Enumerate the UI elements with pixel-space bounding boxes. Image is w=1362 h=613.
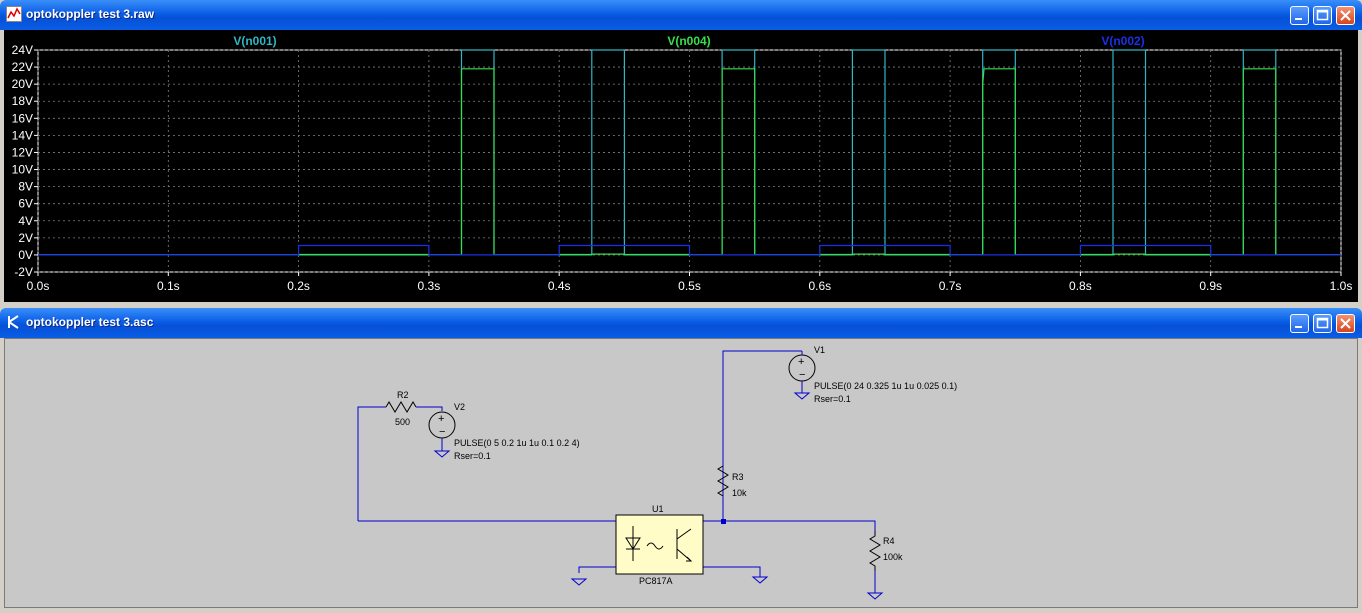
x-tick-label: 0.5s bbox=[678, 279, 701, 293]
u1-value: PC817A bbox=[639, 576, 673, 586]
x-tick-label: 0.6s bbox=[808, 279, 831, 293]
y-tick-label: 16V bbox=[12, 111, 33, 125]
svg-text:+: + bbox=[438, 413, 444, 425]
wire[interactable] bbox=[578, 566, 616, 573]
series-line-v-n004 bbox=[38, 68, 1341, 256]
trace-label-v-n001[interactable]: V(n001) bbox=[233, 34, 276, 48]
maximize-button[interactable] bbox=[1313, 6, 1332, 25]
waveform-app-icon bbox=[6, 6, 22, 22]
y-tick-label: 4V bbox=[18, 214, 33, 228]
minimize-button[interactable] bbox=[1290, 6, 1309, 25]
minimize-icon bbox=[1295, 18, 1302, 20]
trace-label-v-n004[interactable]: V(n004) bbox=[667, 34, 710, 48]
v1-label: V1 bbox=[814, 345, 825, 355]
waveform-titlebar[interactable]: optokoppler test 3.raw bbox=[0, 0, 1362, 30]
ground-symbol bbox=[570, 578, 588, 586]
x-tick-label: 0.3s bbox=[418, 279, 441, 293]
y-tick-label: 12V bbox=[12, 145, 33, 159]
y-tick-label: 18V bbox=[12, 94, 33, 108]
v1-rser: Rser=0.1 bbox=[814, 394, 851, 404]
y-tick-label: 6V bbox=[18, 197, 33, 211]
x-axis-ticks: 0.0s 0.1s 0.2s 0.3s 0.4s 0.5s 0.6s 0.7s 0.8s 0.9s… bbox=[27, 272, 1353, 293]
close-button[interactable] bbox=[1336, 314, 1355, 333]
y-tick-label: 0V bbox=[18, 248, 33, 262]
schematic-app-icon bbox=[8, 315, 19, 329]
schematic-drawing[interactable]: R2 500 + − V2 PULSE(0 5 0.2 1u 1u 0.1 0.… bbox=[5, 339, 1357, 607]
svg-text:+: + bbox=[798, 356, 804, 368]
y-tick-label: -2V bbox=[14, 265, 33, 279]
ground-symbol bbox=[866, 592, 884, 600]
optocoupler-u1[interactable]: U1 PC817A bbox=[615, 504, 704, 586]
svg-text:−: − bbox=[439, 426, 445, 438]
y-tick-label: 2V bbox=[18, 231, 33, 245]
y-tick-label: 22V bbox=[12, 60, 33, 74]
maximize-icon bbox=[1316, 317, 1329, 329]
v2-label: V2 bbox=[454, 402, 465, 412]
r3-label: R3 bbox=[732, 472, 744, 482]
waveform-window-title: optokoppler test 3.raw bbox=[26, 7, 155, 21]
waveform-plot-area[interactable]: V(n001) V(n004) V(n002) 24V 22V 20V 18V 16V 1… bbox=[4, 30, 1358, 302]
wire[interactable] bbox=[703, 566, 761, 577]
x-tick-label: 0.4s bbox=[548, 279, 571, 293]
waveform-chart[interactable]: V(n001) V(n004) V(n002) 24V 22V 20V 18V 16V 1… bbox=[4, 30, 1358, 302]
x-tick-label: 0.2s bbox=[287, 279, 310, 293]
x-tick-label: 0.9s bbox=[1199, 279, 1222, 293]
series-line-v-n002 bbox=[38, 244, 1341, 256]
y-tick-label: 8V bbox=[18, 180, 33, 194]
resistor-r3[interactable]: R3 10k bbox=[717, 465, 747, 506]
wire[interactable] bbox=[703, 520, 876, 531]
r3-value: 10k bbox=[732, 488, 747, 498]
y-axis-ticks: 24V 22V 20V 18V 16V 14V 12V 10V 8V 6V 4V 2V 0V -2V bbox=[12, 43, 38, 279]
wire[interactable] bbox=[722, 350, 802, 501]
plot-series bbox=[38, 49, 1341, 256]
close-icon bbox=[1340, 318, 1351, 329]
x-tick-label: 0.7s bbox=[939, 279, 962, 293]
schematic-titlebar[interactable]: optokoppler test 3.asc bbox=[0, 308, 1362, 338]
x-tick-label: 0.8s bbox=[1069, 279, 1092, 293]
x-tick-label: 0.1s bbox=[157, 279, 180, 293]
v2-rser: Rser=0.1 bbox=[454, 451, 491, 461]
ground-symbol bbox=[751, 576, 769, 584]
v2-value: PULSE(0 5 0.2 1u 1u 0.1 0.2 4) bbox=[454, 438, 580, 448]
v1-value: PULSE(0 24 0.325 1u 1u 0.025 0.1) bbox=[814, 381, 957, 391]
y-tick-label: 14V bbox=[12, 128, 33, 142]
trace-label-v-n002[interactable]: V(n002) bbox=[1101, 34, 1144, 48]
resistor-r4[interactable]: R4 100k bbox=[869, 531, 903, 571]
minimize-icon bbox=[1295, 326, 1302, 328]
u1-label: U1 bbox=[652, 504, 664, 514]
voltage-source-v1[interactable]: + − V1 PULSE(0 24 0.325 1u 1u 0.025 0.1)… bbox=[788, 345, 957, 404]
minimize-button[interactable] bbox=[1290, 314, 1309, 333]
y-tick-label: 10V bbox=[12, 163, 33, 177]
r2-label: R2 bbox=[397, 390, 409, 400]
r4-value: 100k bbox=[883, 552, 903, 562]
resistor-r2[interactable]: R2 500 bbox=[385, 390, 417, 427]
maximize-icon bbox=[1316, 9, 1329, 21]
r4-label: R4 bbox=[883, 536, 895, 546]
r2-value: 500 bbox=[395, 417, 410, 427]
schematic-window-title: optokoppler test 3.asc bbox=[26, 315, 154, 329]
svg-text:−: − bbox=[799, 369, 805, 381]
close-button[interactable] bbox=[1336, 6, 1355, 25]
y-tick-label: 24V bbox=[12, 43, 33, 57]
schematic-window: optokoppler test 3.asc bbox=[0, 308, 1362, 613]
voltage-source-v2[interactable]: + − V2 PULSE(0 5 0.2 1u 1u 0.1 0.2 4) Rs… bbox=[428, 402, 580, 461]
close-icon bbox=[1340, 10, 1351, 21]
wire[interactable] bbox=[357, 406, 386, 521]
x-tick-label: 1.0s bbox=[1330, 279, 1353, 293]
x-tick-label: 0.0s bbox=[27, 279, 50, 293]
y-tick-label: 20V bbox=[12, 77, 33, 91]
maximize-button[interactable] bbox=[1313, 314, 1332, 333]
junction-dot bbox=[721, 519, 726, 524]
schematic-canvas[interactable]: R2 500 + − V2 PULSE(0 5 0.2 1u 1u 0.1 0.… bbox=[4, 338, 1358, 608]
waveform-window: optokoppler test 3.raw V(n001) V(n004) V… bbox=[0, 0, 1362, 305]
